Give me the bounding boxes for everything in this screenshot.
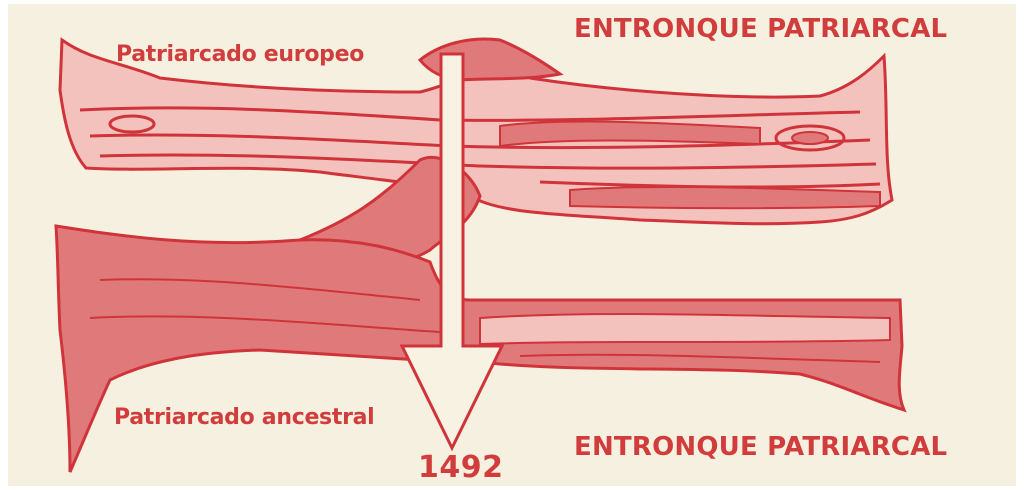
- european-patriarchy-label: Patriarcado europeo: [116, 44, 364, 66]
- lower-trunk-light-band: [480, 314, 890, 344]
- upper-log-knot-inner: [792, 132, 828, 144]
- bottom-right-title: ENTRONQUE PATRIARCAL: [574, 434, 947, 460]
- ancestral-patriarchy-label: Patriarcado ancestral: [114, 407, 374, 429]
- year-label: 1492: [418, 453, 504, 483]
- top-right-title: ENTRONQUE PATRIARCAL: [574, 16, 947, 42]
